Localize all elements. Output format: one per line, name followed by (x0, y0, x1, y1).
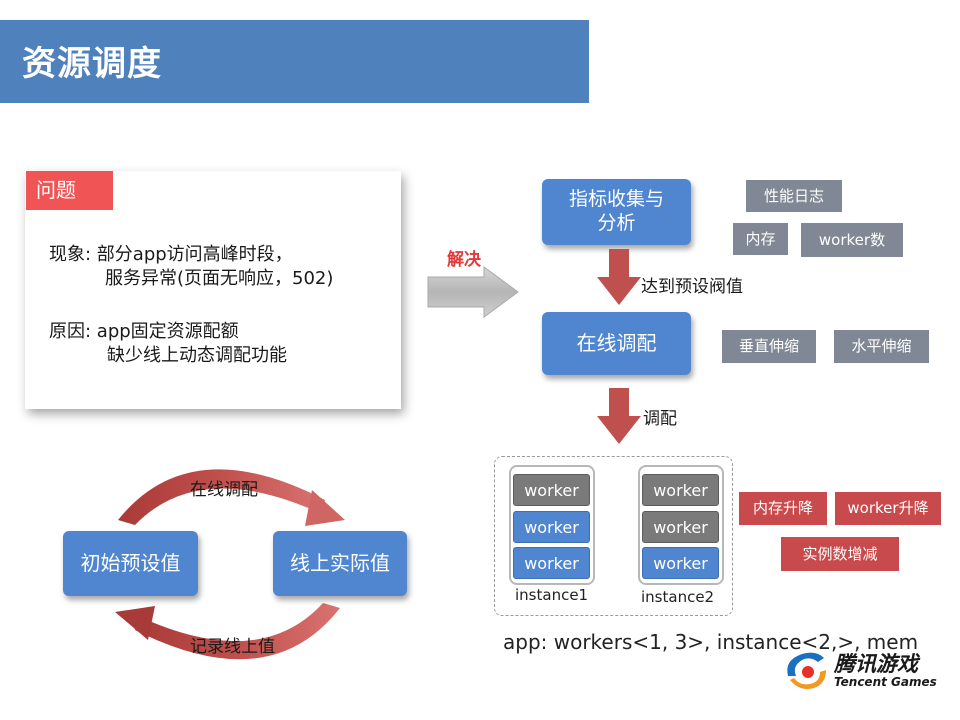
worker-block: worker (513, 511, 590, 543)
title-bar (0, 20, 589, 103)
perf-log-tag: 性能日志 (746, 180, 842, 212)
problem-card (25, 171, 401, 409)
worker-block: worker (642, 547, 719, 579)
phenomenon-line2: 服务异常(页面无响应，502) (105, 268, 334, 289)
bottom-cycle-arrow (135, 603, 340, 660)
collect-line1: 指标收集与 (568, 188, 664, 210)
logo-text-en: Tencent Games (834, 675, 937, 689)
memory-tag: 内存 (733, 223, 788, 255)
down-arrow-icon (597, 388, 641, 444)
memory-adjust-tag: 内存升降 (739, 492, 827, 525)
page-title: 资源调度 (22, 44, 162, 84)
problem-tag: 问题 (26, 171, 113, 210)
solve-arrow-icon (427, 266, 519, 318)
collect-analysis-box: 指标收集与 分析 (542, 179, 691, 245)
threshold-label: 达到预设阀值 (641, 277, 743, 297)
worker-block: worker (642, 474, 719, 506)
worker-block: worker (513, 547, 590, 579)
cause-line2: 缺少线上动态调配功能 (107, 345, 287, 366)
phenomenon-line1: 现象: 部分app访问高峰时段， (49, 244, 293, 265)
adjust-label: 调配 (643, 409, 677, 429)
instance-count-tag: 实例数增减 (781, 537, 899, 571)
cycle-arrows (115, 469, 345, 660)
config-formula: app: workers<1, 3>, instance<2,>, mem (503, 630, 919, 654)
worker-block: worker (513, 474, 590, 506)
worker-adjust-tag: worker升降 (835, 492, 941, 525)
solve-label: 解决 (447, 250, 481, 270)
worker-block: worker (642, 511, 719, 543)
collect-line2: 分析 (597, 212, 636, 234)
cause-line1: 原因: app固定资源配额 (49, 321, 239, 342)
instances-group (494, 456, 733, 616)
horizontal-scaling-tag: 水平伸缩 (834, 330, 929, 363)
top-cycle-arrow (118, 469, 325, 525)
instance-label: instance2 (641, 588, 715, 606)
instance-label: instance1 (515, 586, 589, 604)
logo-text-cn: 腾讯游戏 (834, 652, 918, 676)
online-adjust-box: 在线调配 (542, 312, 691, 375)
initial-value-box: 初始预设值 (63, 531, 198, 596)
down-arrow-icon (597, 249, 641, 305)
cycle-top-label: 在线调配 (190, 480, 258, 500)
cycle-bottom-label: 记录线上值 (190, 637, 275, 657)
actual-value-box: 线上实际值 (273, 531, 407, 596)
worker-count-tag: worker数 (801, 223, 903, 257)
tencent-games-logo-icon (787, 652, 826, 689)
vertical-scaling-tag: 垂直伸缩 (722, 330, 816, 363)
